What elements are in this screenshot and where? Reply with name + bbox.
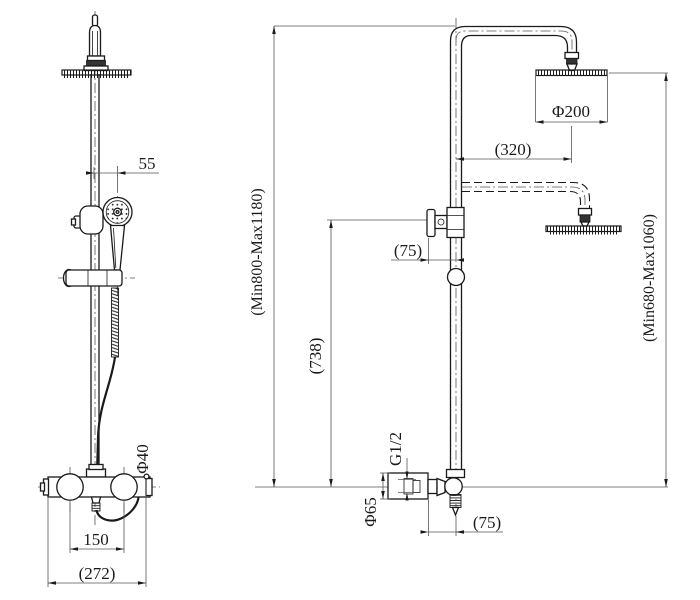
hose-outlet (90, 496, 102, 504)
dim-range-riser: (Min800-Max1180) (249, 26, 276, 487)
phantom-lowered-arm (462, 181, 622, 235)
dim-55: 55 (86, 154, 159, 193)
handshower-holder (70, 205, 104, 235)
thread-label: G1/2 (386, 432, 405, 466)
dim-150: 150 (69, 500, 125, 553)
slider-clamp (62, 268, 123, 288)
dim-738: (738) (306, 220, 333, 487)
range-head-label: (Min680-Max1060) (641, 214, 658, 342)
dia-40-label: Φ40 (133, 444, 152, 473)
riser-pipe-side (449, 25, 578, 470)
head-plate-lowered (545, 225, 622, 233)
top-connector (83, 14, 109, 72)
dim-320: (320) (456, 140, 572, 161)
handshower-head (102, 196, 133, 271)
dia40-leader-dot (143, 473, 150, 480)
dim-55-label: 55 (139, 154, 156, 173)
temperature-handle (56, 473, 84, 501)
dim-738-label: (738) (306, 338, 325, 375)
dim-g12: G1/2 (386, 432, 416, 501)
dim-272-label: (272) (79, 564, 116, 583)
dim-75-upper: (75) (391, 238, 464, 264)
front-view: 55 (38, 11, 160, 587)
dia-65-label: Φ65 (361, 497, 380, 526)
dim-range-head: (Min680-Max1060) (641, 73, 668, 487)
dim-75-lower: (75) (420, 500, 503, 536)
upper-wall-bracket (426, 206, 465, 239)
side-view: Φ200 (320) (249, 18, 668, 536)
mixer-valve-side (387, 468, 466, 517)
dim-65: Φ65 (361, 472, 390, 527)
dim-75-upper-label: (75) (394, 241, 422, 260)
riser-ball-joint (446, 267, 466, 287)
dia-200-label: Φ200 (552, 102, 590, 121)
overhead-shower-plate (61, 69, 132, 78)
dim-200: Φ200 (535, 75, 608, 163)
outlet-ball-joint (444, 477, 463, 496)
hose-outlet-side (449, 494, 462, 508)
riser-union-nut-side (445, 468, 466, 479)
head-plate-top (535, 69, 608, 77)
dim-150-label: 150 (83, 530, 109, 549)
overhead-shower-side (535, 51, 608, 77)
valve-handle-end (387, 472, 429, 500)
dim-320-label: (320) (495, 140, 532, 159)
riser-union-nut (85, 468, 107, 478)
dim-75-lower-label: (75) (473, 513, 501, 532)
handshower-handle (109, 224, 126, 271)
flow-handle (110, 473, 138, 501)
arm-centerline (455, 30, 573, 70)
mixer-valve-front (39, 463, 153, 512)
dim-272: (272) (47, 480, 147, 587)
range-riser-label: (Min800-Max1180) (249, 188, 266, 315)
